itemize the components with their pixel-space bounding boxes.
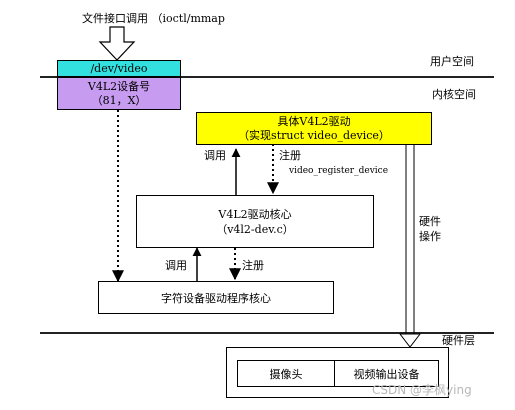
hardware-op-hollow-arrow [398, 333, 422, 348]
hardware-layer-label: 硬件层 [442, 334, 475, 347]
v4l2-number-value: （81，X） [91, 93, 147, 107]
register-function-label: video_register_device [289, 166, 389, 176]
kernel-space-label: 内核空间 [432, 88, 476, 101]
register-label-lower: 注册 [242, 259, 264, 272]
core-subtitle: （v4l2-dev.c） [216, 222, 294, 236]
call-label-lower: 调用 [165, 259, 187, 272]
user-space-label: 用户空间 [430, 55, 474, 68]
dev-video-label: /dev/video [90, 62, 148, 75]
camera-device-box: 摄像头 [237, 360, 335, 387]
v4l2-core-box: V4L2驱动核心 （v4l2-dev.c） [136, 195, 374, 248]
call-label-upper: 调用 [204, 149, 226, 162]
driver-title: 具体V4L2驱动 [277, 114, 351, 128]
v4l2-number-title: V4L2设备号 [87, 79, 151, 93]
core-title: V4L2驱动核心 [218, 207, 292, 221]
user-kernel-divider [40, 76, 494, 78]
hardware-devices-container [226, 347, 449, 398]
video-output-device-box: 视频输出设备 [334, 360, 439, 387]
v4l2-driver-box: 具体V4L2驱动 （实现struct video_device） [196, 112, 432, 145]
file-interface-label: 文件接口调用 （ioctl/mmap [82, 12, 225, 25]
driver-subtitle: （实现struct video_device） [238, 128, 390, 142]
dev-video-node: /dev/video [57, 60, 181, 77]
register-label-upper: 注册 [279, 149, 301, 162]
hardware-op-label-2: 操作 [419, 230, 441, 243]
char-core-label: 字符设备驱动程序核心 [161, 291, 271, 305]
v4l2-device-number-box: V4L2设备号 （81，X） [57, 77, 181, 110]
kernel-hardware-divider [40, 332, 494, 334]
video-output-label: 视频输出设备 [353, 367, 420, 381]
camera-label: 摄像头 [269, 367, 303, 381]
csdn-watermark: CSDN @李枫ying [372, 383, 472, 397]
file-call-hollow-arrow [98, 26, 136, 61]
hardware-op-label-1: 硬件 [419, 215, 441, 228]
char-device-core-box: 字符设备驱动程序核心 [98, 281, 334, 314]
